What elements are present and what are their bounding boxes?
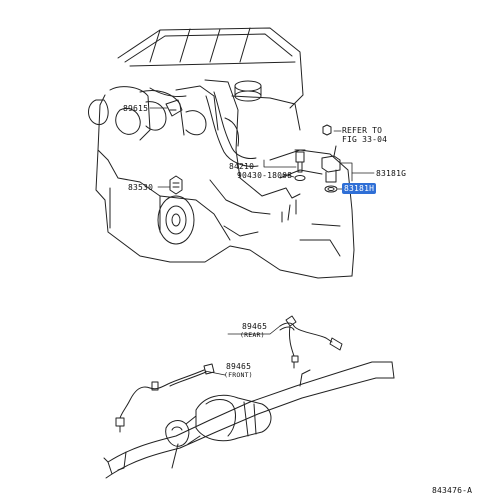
sensor-parts — [294, 124, 341, 193]
front-o2-sensor — [115, 363, 215, 433]
label-83181H[interactable]: 83181H — [342, 183, 377, 194]
label-90430-18008: 90430-18008 — [237, 171, 293, 180]
leader-lines — [149, 107, 375, 376]
label-refer-to: REFER TO FIG 33-04 — [342, 126, 387, 144]
refer-to-line2: FIG 33-04 — [342, 135, 388, 144]
label-89465-rear: 89465 — [242, 322, 268, 331]
diagram-id: 843476-A — [432, 486, 473, 495]
label-front: (FRONT) — [224, 371, 253, 379]
exhaust-system — [103, 361, 395, 479]
label-83530: 83530 — [128, 183, 154, 192]
engine-block — [88, 27, 355, 279]
label-89465-front: 89465 — [226, 362, 252, 371]
label-83181G: 83181G — [376, 169, 407, 178]
rear-o2-sensor — [279, 315, 343, 369]
label-rear: (REAR) — [240, 331, 265, 339]
label-84210: 84210 — [229, 162, 255, 171]
refer-to-line1: REFER TO — [342, 126, 383, 135]
label-89615: 89615 — [123, 104, 149, 113]
